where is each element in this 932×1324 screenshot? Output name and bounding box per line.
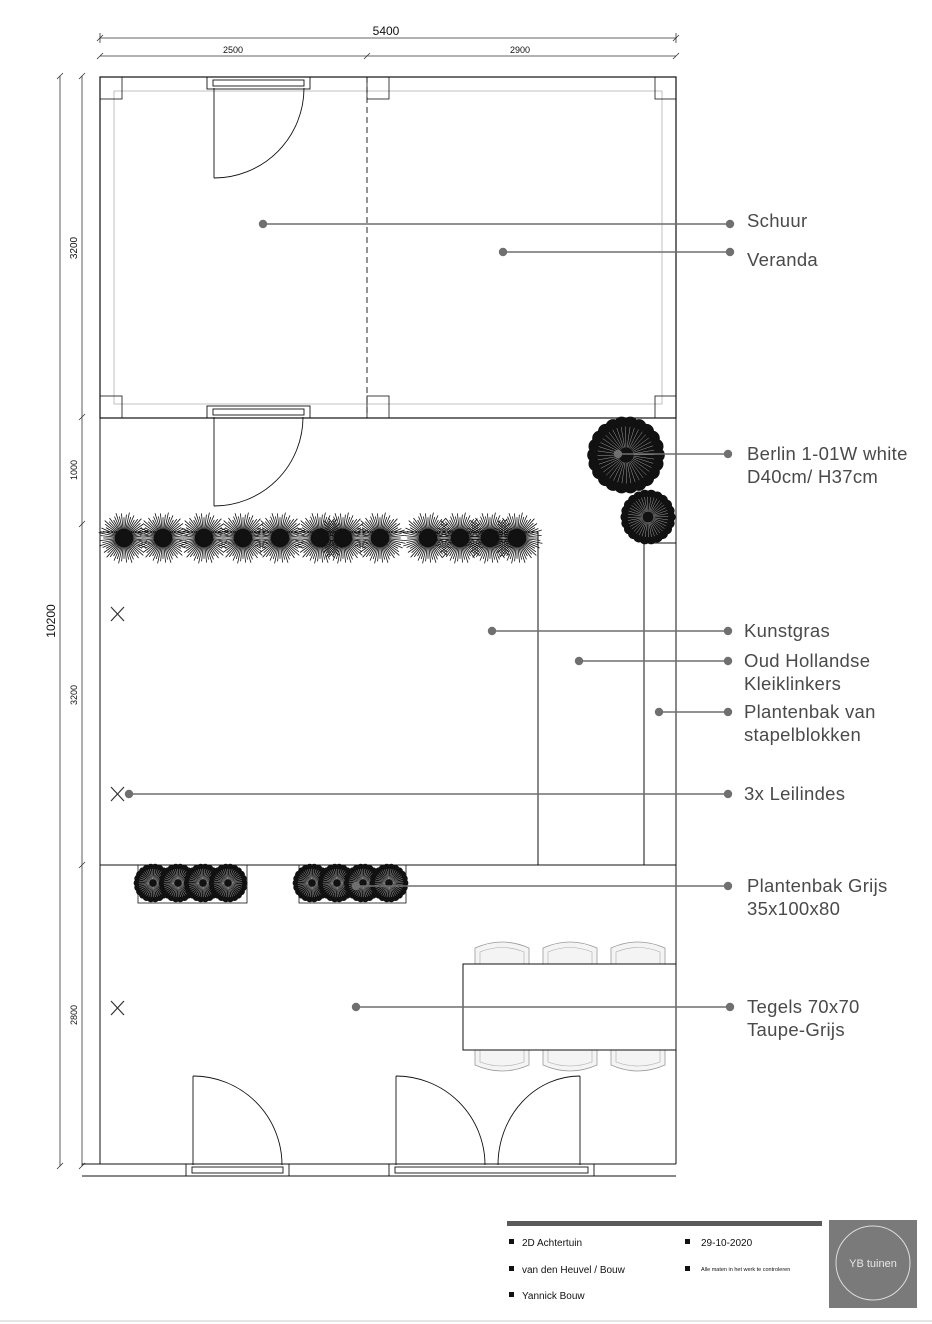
- callout-label-schuur: Schuur: [747, 210, 807, 231]
- leilinde-markers: [110, 606, 125, 1016]
- project-name: 2D Achtertuin: [522, 1238, 582, 1249]
- dim-total-width: 5400: [373, 24, 400, 38]
- hedge-plant: [178, 512, 230, 564]
- callout-dot: [725, 1002, 735, 1012]
- callout-dot: [498, 247, 508, 257]
- callout-dot: [351, 881, 361, 891]
- callout-dot: [723, 881, 733, 891]
- dim-strip-depth: 1000: [69, 460, 79, 480]
- callout-label-klinkers: Oud Hollandse: [744, 650, 870, 671]
- callout-label-veranda: Veranda: [747, 249, 818, 270]
- door-bottom-double: [388, 1075, 595, 1177]
- callout-label-plantenbak-stapel: Plantenbak van: [744, 701, 876, 722]
- callout-label-plantenbak-stapel: stapelblokken: [744, 724, 861, 745]
- hedge-plant: [254, 512, 306, 564]
- dim-left-width: 2500: [223, 45, 243, 55]
- hedge-row: [98, 512, 543, 564]
- dim-right-width: 2900: [510, 45, 530, 55]
- callout-dot: [723, 626, 733, 636]
- callout-dot: [723, 656, 733, 666]
- planter-plant: [369, 863, 409, 903]
- chair: [474, 941, 530, 966]
- dimension-top: [96, 33, 680, 60]
- callout-label-berlin: D40cm/ H37cm: [747, 466, 878, 487]
- callout-dot: [487, 626, 497, 636]
- planter-grijs-left: [133, 863, 248, 904]
- chairs: [474, 941, 666, 1072]
- logo: [829, 1220, 917, 1308]
- callout-label-plantenbak-grijs: 35x100x80: [747, 898, 840, 919]
- door-shed-bottom: [206, 405, 311, 507]
- callout-label-kunstgras: Kunstgras: [744, 620, 830, 641]
- callout-dot: [124, 789, 134, 799]
- dim-total-depth: 10200: [44, 604, 58, 638]
- callout-dot: [351, 1002, 361, 1012]
- callout-dot: [723, 707, 733, 717]
- shrub-group: [587, 416, 676, 545]
- hedge-plant: [402, 512, 454, 564]
- shed-veranda: [99, 76, 677, 419]
- title-bar: [507, 1221, 822, 1226]
- callout-dot: [725, 219, 735, 229]
- callout-dot: [723, 789, 733, 799]
- hedge-plant: [354, 512, 406, 564]
- measure-note: Alle maten in het werk te controleren: [701, 1267, 790, 1273]
- client-name: van den Heuvel / Bouw: [522, 1265, 626, 1276]
- dim-terrace-depth: 2800: [69, 1005, 79, 1025]
- callout-label-tegels: Tegels 70x70: [747, 996, 860, 1017]
- dimension-left: [56, 72, 86, 1170]
- hedge-plant: [98, 512, 150, 564]
- dim-lawn-depth: 3200: [69, 685, 79, 705]
- hedge-plant: [217, 512, 269, 564]
- berlin-shrub-large: [587, 416, 665, 494]
- hedge-plant: [434, 512, 486, 564]
- title-block: 2D Achtertuin van den Heuvel / Bouw Yann…: [507, 1220, 917, 1308]
- door-shed-top: [206, 76, 311, 179]
- callout-dot: [725, 247, 735, 257]
- callout-label-berlin: Berlin 1-01W white: [747, 443, 908, 464]
- callout-label-klinkers: Kleiklinkers: [744, 673, 841, 694]
- callout-dot: [574, 656, 584, 666]
- callout-dot: [613, 449, 623, 459]
- callout-label-tegels: Taupe-Grijs: [747, 1019, 845, 1040]
- drawing-date: 29-10-2020: [701, 1238, 753, 1249]
- door-bottom-left: [185, 1075, 290, 1177]
- callout-label-leilindes: 3x Leilindes: [744, 783, 845, 804]
- berlin-shrub-small: [620, 489, 676, 545]
- callout-label-plantenbak-grijs: Plantenbak Grijs: [747, 875, 888, 896]
- chair: [474, 1048, 530, 1072]
- callout-dot: [723, 449, 733, 459]
- hedge-plant: [491, 512, 543, 564]
- planter-grijs-right: [292, 863, 409, 904]
- hedge-plant: [317, 512, 369, 564]
- chair: [542, 941, 598, 966]
- planter-plant: [208, 863, 248, 903]
- dim-shed-depth: 3200: [69, 236, 80, 259]
- chair: [542, 1048, 598, 1072]
- hedge-plant: [137, 512, 189, 564]
- callout-dot: [654, 707, 664, 717]
- chair: [610, 1048, 666, 1072]
- logo-ring: [835, 1225, 911, 1301]
- callout-dot: [258, 219, 268, 229]
- chair: [610, 941, 666, 966]
- designer-name: Yannick Bouw: [522, 1291, 585, 1302]
- callout-lines: [124, 219, 735, 1012]
- logo-text: YB tuinen: [849, 1258, 897, 1270]
